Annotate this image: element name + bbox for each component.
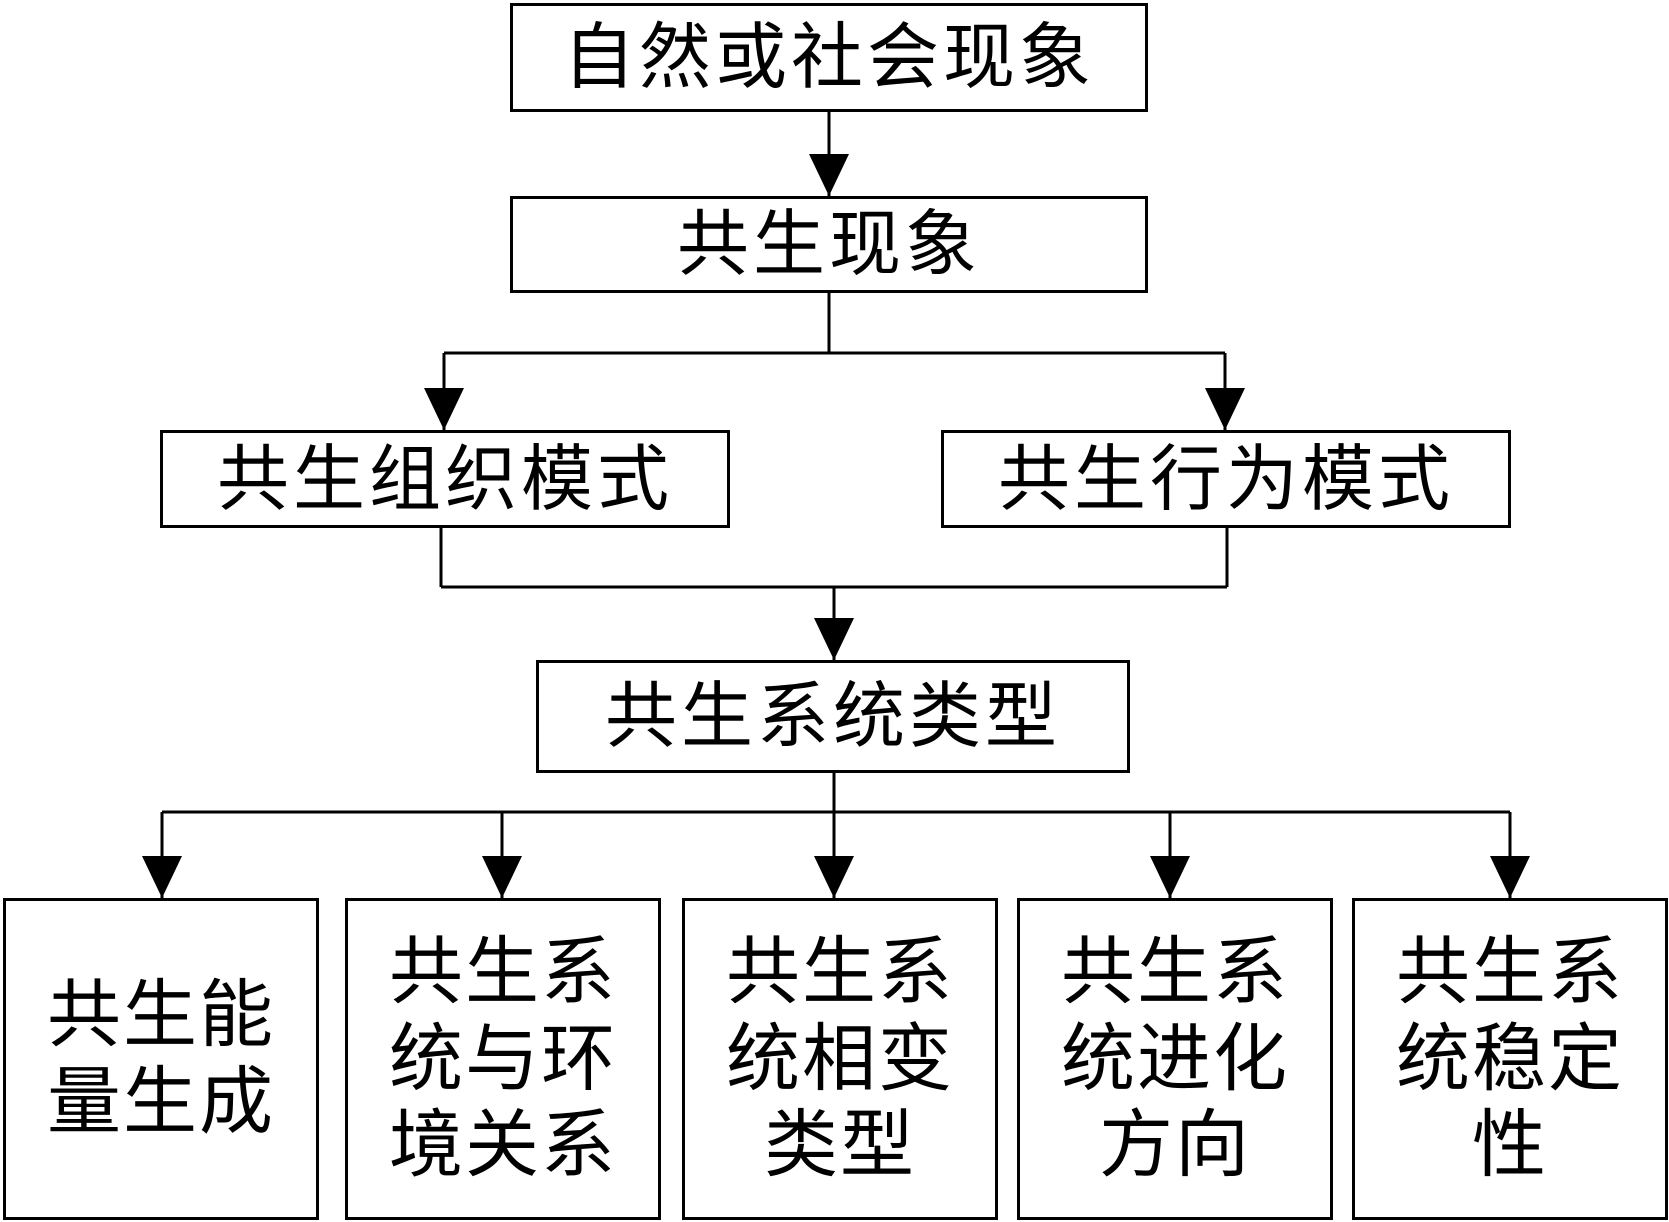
node-symbiosis-system-types: 共生系统类型 (536, 660, 1130, 773)
node-label: 共生现象 (676, 202, 981, 287)
node-system-evolution-direction: 共生系 统进化 方向 (1017, 898, 1333, 1220)
node-label: 共生系统类型 (604, 674, 1061, 759)
node-natural-or-social-phenomena: 自然或社会现象 (510, 3, 1148, 112)
node-system-environment-relation: 共生系 统与环 境关系 (345, 898, 661, 1220)
node-system-stability: 共生系 统稳定 性 (1352, 898, 1668, 1220)
node-symbiosis-phenomenon: 共生现象 (510, 196, 1148, 293)
node-label: 共生系 统稳定 性 (1396, 929, 1624, 1189)
node-symbiosis-behavior-mode: 共生行为模式 (941, 430, 1511, 528)
node-system-phase-change-type: 共生系 统相变 类型 (682, 898, 998, 1220)
node-symbiosis-organization-mode: 共生组织模式 (160, 430, 730, 528)
node-label: 共生组织模式 (216, 436, 673, 521)
node-symbiosis-energy-generation: 共生能 量生成 (3, 898, 319, 1220)
node-label: 共生系 统相变 类型 (726, 929, 954, 1189)
node-label: 共生系 统进化 方向 (1061, 929, 1289, 1189)
node-label: 共生系 统与环 境关系 (389, 929, 617, 1189)
node-label: 共生能 量生成 (47, 972, 275, 1145)
node-label: 自然或社会现象 (562, 15, 1095, 100)
node-label: 共生行为模式 (997, 436, 1454, 521)
